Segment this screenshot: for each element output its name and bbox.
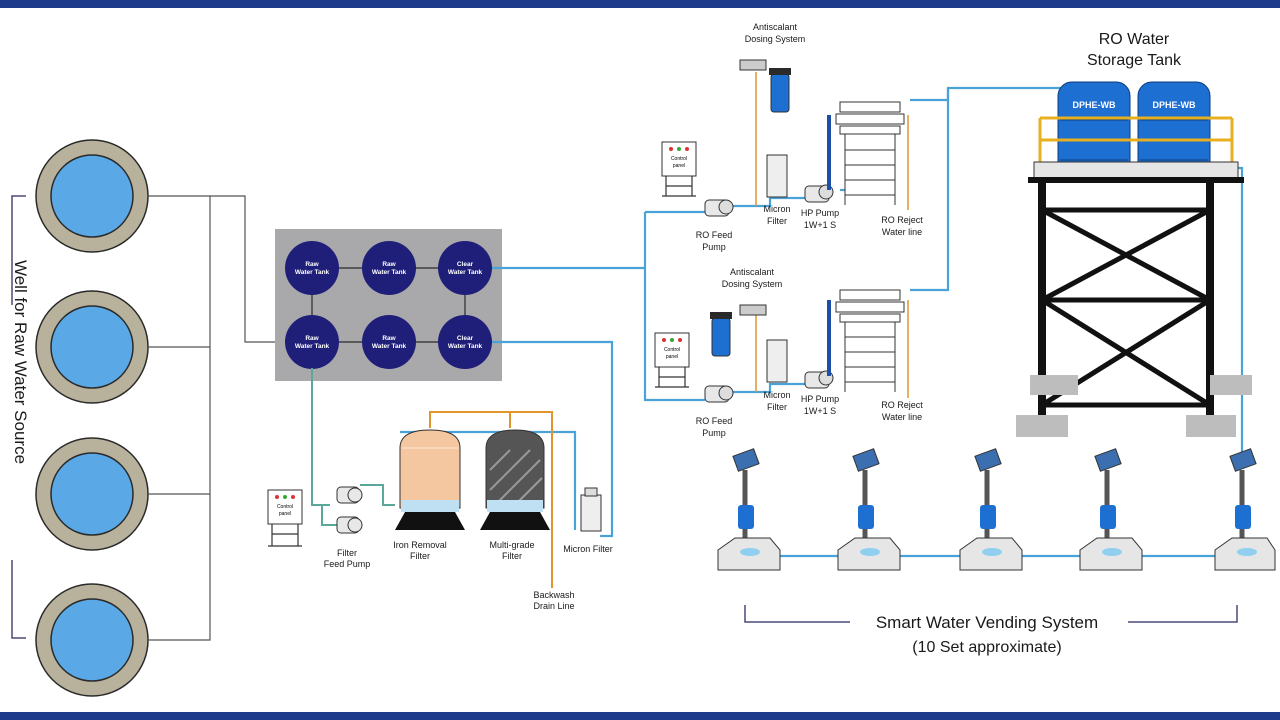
clear-water-tank: Clear Water Tank <box>438 315 492 369</box>
tank-label-line1: Raw <box>305 261 319 268</box>
storage-title-line2: Storage Tank <box>1087 52 1182 69</box>
well <box>35 437 149 551</box>
ro-reject-label: RO Reject <box>881 215 923 225</box>
ro-micron-label: Micron <box>763 390 790 400</box>
svg-text:Filter: Filter <box>767 402 787 412</box>
svg-text:Control: Control <box>671 156 687 162</box>
svg-text:Filter: Filter <box>502 551 522 561</box>
well <box>35 290 149 404</box>
micron-filter <box>580 487 602 532</box>
ro-storage-tower: DPHE-WB DPHE-WB <box>1016 81 1252 437</box>
vending-title: Smart Water Vending System (10 Set appro… <box>876 613 1098 656</box>
storage-title: RO Water Storage Tank <box>1087 31 1182 69</box>
raw-water-tank: Raw Water Tank <box>285 241 339 295</box>
wells <box>35 139 149 697</box>
vending-subtitle: (10 Set approximate) <box>912 639 1061 656</box>
multigrade-filter <box>480 429 550 530</box>
ro-feed-pump-label: RO Feed <box>696 230 733 240</box>
vending-machine <box>1079 448 1143 571</box>
ro-feed-pump-label: RO Feed <box>696 416 733 426</box>
iron-removal-label: Iron Removal <box>393 540 447 550</box>
tank-cluster: Raw Water Tank Raw Water Tank Clear Wate… <box>275 229 502 381</box>
ro-unit-1-labels: Antiscalant Dosing System RO Feed Pump M… <box>696 22 924 252</box>
vending-machine <box>1214 448 1276 571</box>
vending-machine <box>717 448 781 571</box>
vending-machine <box>837 448 901 571</box>
hp-pump-label: HP Pump <box>801 394 839 404</box>
tank-label-line2: Water Tank <box>295 343 330 350</box>
clear-water-tank: Clear Water Tank <box>438 241 492 295</box>
ro-unit-1 <box>704 59 909 217</box>
vending-machine <box>959 448 1023 571</box>
svg-text:Feed Pump: Feed Pump <box>324 559 371 569</box>
svg-text:Drain Line: Drain Line <box>533 601 574 611</box>
svg-text:Pump: Pump <box>702 428 726 438</box>
tank-label-line1: Raw <box>305 335 319 342</box>
raw-water-tank: Raw Water Tank <box>362 315 416 369</box>
backwash-label: Backwash <box>533 590 574 600</box>
svg-text:Filter: Filter <box>410 551 430 561</box>
filter-feed-pump-label: Filter <box>337 548 357 558</box>
hp-pump-label: HP Pump <box>801 208 839 218</box>
well-collection-lines <box>148 195 288 641</box>
ro-unit-2 <box>704 289 909 403</box>
tank-brand: DPHE-WB <box>1073 100 1116 110</box>
tank-label-line1: Clear <box>457 335 474 342</box>
svg-text:panel: panel <box>279 511 291 517</box>
orange-lines <box>429 411 553 588</box>
svg-text:Water line: Water line <box>882 227 922 237</box>
tank-label-line2: Water Tank <box>372 343 407 350</box>
well <box>35 139 149 253</box>
vending-title-text: Smart Water Vending System <box>876 613 1098 632</box>
svg-text:1W+1 S: 1W+1 S <box>804 406 836 416</box>
svg-text:panel: panel <box>673 163 685 169</box>
micron-filter-label: Micron Filter <box>563 544 613 554</box>
well <box>35 583 149 697</box>
well-bracket <box>11 195 26 639</box>
tank-label-line2: Water Tank <box>448 269 483 276</box>
ro-reject-label: RO Reject <box>881 400 923 410</box>
filter-feed-pump <box>336 486 363 534</box>
control-panel: Control panel <box>661 141 697 197</box>
svg-text:Filter: Filter <box>767 216 787 226</box>
tank-label-line1: Raw <box>382 335 396 342</box>
tank-label-line2: Water Tank <box>372 269 407 276</box>
top-border <box>0 0 1280 8</box>
iron-removal-filter <box>395 429 465 530</box>
ro-unit-2-labels: Antiscalant Dosing System RO Feed Pump M… <box>696 267 924 438</box>
control-panel: Control panel <box>654 332 690 388</box>
tank-label-line1: Clear <box>457 261 474 268</box>
svg-text:1W+1 S: 1W+1 S <box>804 220 836 230</box>
control-panel: Control panel <box>267 489 303 547</box>
raw-water-tank: Raw Water Tank <box>362 241 416 295</box>
filtration-labels: Filter Feed Pump Iron Removal Filter Mul… <box>324 540 613 611</box>
svg-text:Dosing System: Dosing System <box>745 34 806 44</box>
vending-bracket <box>744 605 1238 623</box>
ro-micron-label: Micron <box>763 204 790 214</box>
bottom-border <box>0 712 1280 720</box>
svg-text:panel: panel <box>666 354 678 360</box>
antiscalant-label: Antiscalant <box>730 267 775 277</box>
svg-text:Pump: Pump <box>702 242 726 252</box>
svg-text:Dosing System: Dosing System <box>722 279 783 289</box>
tank-label-line2: Water Tank <box>448 343 483 350</box>
raw-water-tank: Raw Water Tank <box>285 315 339 369</box>
storage-title-line1: RO Water <box>1099 31 1170 48</box>
svg-text:Water line: Water line <box>882 412 922 422</box>
control-panel-label: Control <box>277 504 293 510</box>
tank-brand: DPHE-WB <box>1153 100 1196 110</box>
antiscalant-label: Antiscalant <box>753 22 798 32</box>
green-lines <box>311 368 395 526</box>
multigrade-label: Multi-grade <box>489 540 534 550</box>
tank-label-line1: Raw <box>382 261 396 268</box>
svg-text:Control: Control <box>664 347 680 353</box>
tank-label-line2: Water Tank <box>295 269 330 276</box>
